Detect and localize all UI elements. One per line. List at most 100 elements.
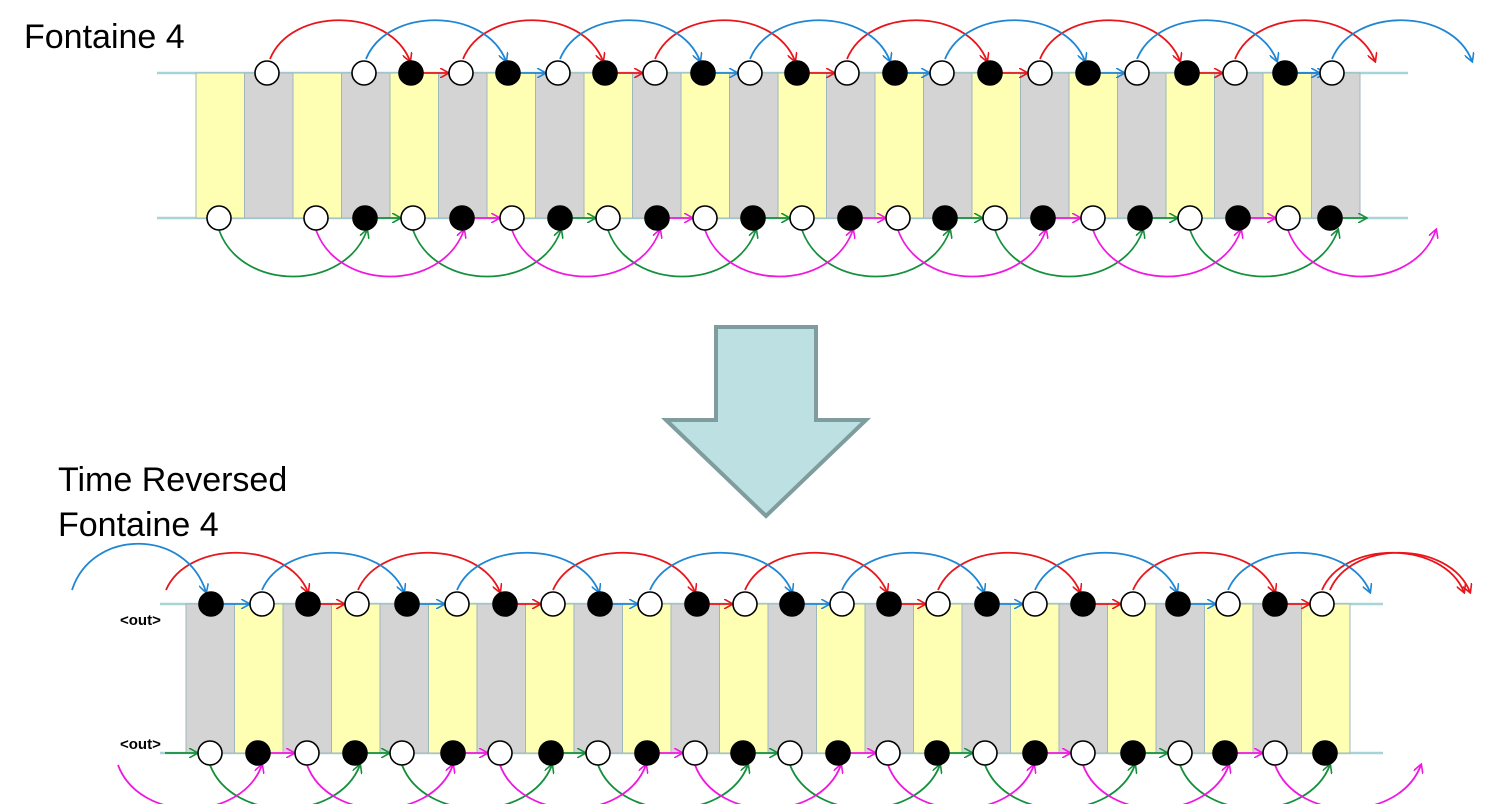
cell-gray	[1252, 603, 1302, 754]
filled-circle	[398, 60, 424, 86]
arc-arrow-blue	[261, 551, 404, 592]
arc-arrow-red	[357, 551, 500, 592]
arc-arrow-magenta	[1287, 230, 1436, 278]
arc-arrow-green	[984, 765, 1135, 804]
open-circle	[885, 205, 911, 231]
arc-arrow-blue	[1331, 19, 1472, 61]
cell-yellow	[874, 72, 924, 219]
arc-arrow-blue	[1136, 19, 1277, 61]
open-circle	[206, 205, 232, 231]
arc-arrow-red	[1234, 19, 1375, 61]
open-circle	[1070, 740, 1096, 766]
filled-circle	[449, 205, 475, 231]
cell-yellow	[971, 72, 1021, 219]
cell-gray	[729, 72, 779, 219]
arc-arrow-red	[937, 551, 1080, 592]
cell-gray	[185, 603, 235, 754]
filled-circle	[779, 591, 805, 617]
arc-arrow-magenta	[694, 765, 841, 804]
arc-arrow-blue	[559, 19, 700, 61]
filled-circle	[1127, 205, 1153, 231]
cell-yellow	[680, 72, 730, 219]
open-circle	[1124, 60, 1150, 86]
open-circle	[540, 591, 566, 617]
cell-yellow	[331, 603, 381, 754]
filled-circle	[924, 740, 950, 766]
cell-yellow	[1107, 603, 1157, 754]
cell-gray	[1058, 603, 1108, 754]
cell-yellow	[486, 72, 536, 219]
filled-circle	[1120, 740, 1146, 766]
filled-circle	[740, 205, 766, 231]
cell-yellow	[1262, 72, 1312, 219]
cell-gray	[573, 603, 623, 754]
arc-arrow-red	[744, 551, 887, 592]
filled-circle	[730, 740, 756, 766]
cell-gray	[379, 603, 429, 754]
open-circle	[682, 740, 708, 766]
arc-arrow-magenta	[511, 230, 660, 278]
arc-arrow-magenta	[117, 765, 262, 804]
filled-circle	[592, 60, 618, 86]
arc-arrow-green	[597, 765, 748, 804]
filled-circle	[1212, 740, 1238, 766]
cell-gray	[923, 72, 973, 219]
arc-arrow-red	[654, 19, 795, 61]
open-circle	[545, 60, 571, 86]
cell-yellow	[525, 603, 575, 754]
arc-arrow-red	[269, 19, 410, 61]
arc-arrow-magenta	[1082, 765, 1229, 804]
arc-arrow-red	[165, 551, 308, 592]
open-circle	[1222, 60, 1248, 86]
open-circle	[487, 740, 513, 766]
open-circle	[444, 591, 470, 617]
open-circle	[1167, 740, 1193, 766]
arc-arrow-red	[462, 19, 603, 61]
filled-circle	[1317, 205, 1343, 231]
arc-arrow-red	[1132, 551, 1275, 592]
filled-circle	[974, 591, 1000, 617]
open-circle	[303, 205, 329, 231]
open-circle	[1080, 205, 1106, 231]
arc-arrow-green	[789, 765, 940, 804]
cell-yellow	[389, 72, 439, 219]
filled-circle	[932, 205, 958, 231]
open-circle	[834, 60, 860, 86]
arc-arrow-magenta	[887, 765, 1034, 804]
filled-circle	[690, 60, 716, 86]
cell-gray	[341, 72, 391, 219]
open-circle	[972, 740, 998, 766]
open-circle	[637, 591, 663, 617]
arc-arrow-magenta	[1092, 230, 1241, 278]
arc-arrow-green	[209, 765, 360, 804]
filled-circle	[1030, 205, 1056, 231]
arc-arrow-blue	[1034, 551, 1177, 592]
arc-arrow-magenta	[499, 765, 646, 804]
filled-circle	[394, 591, 420, 617]
filled-circle	[295, 591, 321, 617]
filled-circle	[837, 205, 863, 231]
open-circle	[929, 60, 955, 86]
cell-gray	[535, 72, 585, 219]
open-circle	[692, 205, 718, 231]
title-bottom-line1: Time Reversed	[58, 461, 287, 499]
cell-yellow	[1301, 603, 1351, 754]
arc-arrow-magenta	[1274, 765, 1421, 804]
open-circle	[925, 591, 951, 617]
arc-arrow-blue	[649, 551, 792, 592]
cell-yellow	[1068, 72, 1118, 219]
open-circle	[1262, 740, 1288, 766]
arc-arrow-green	[218, 230, 367, 278]
cell-gray	[438, 72, 488, 219]
fontaine-4-diagram	[157, 19, 1472, 278]
arc-arrow-blue	[1227, 551, 1370, 592]
arc-arrow-blue	[841, 551, 984, 592]
arc-arrow-green	[801, 230, 950, 278]
open-circle	[1027, 60, 1053, 86]
arc-arrow-blue	[456, 551, 599, 592]
title-top: Fontaine 4	[24, 18, 185, 56]
out-label-bottom: <out>	[120, 736, 161, 753]
filled-circle	[1312, 740, 1338, 766]
open-circle	[737, 60, 763, 86]
